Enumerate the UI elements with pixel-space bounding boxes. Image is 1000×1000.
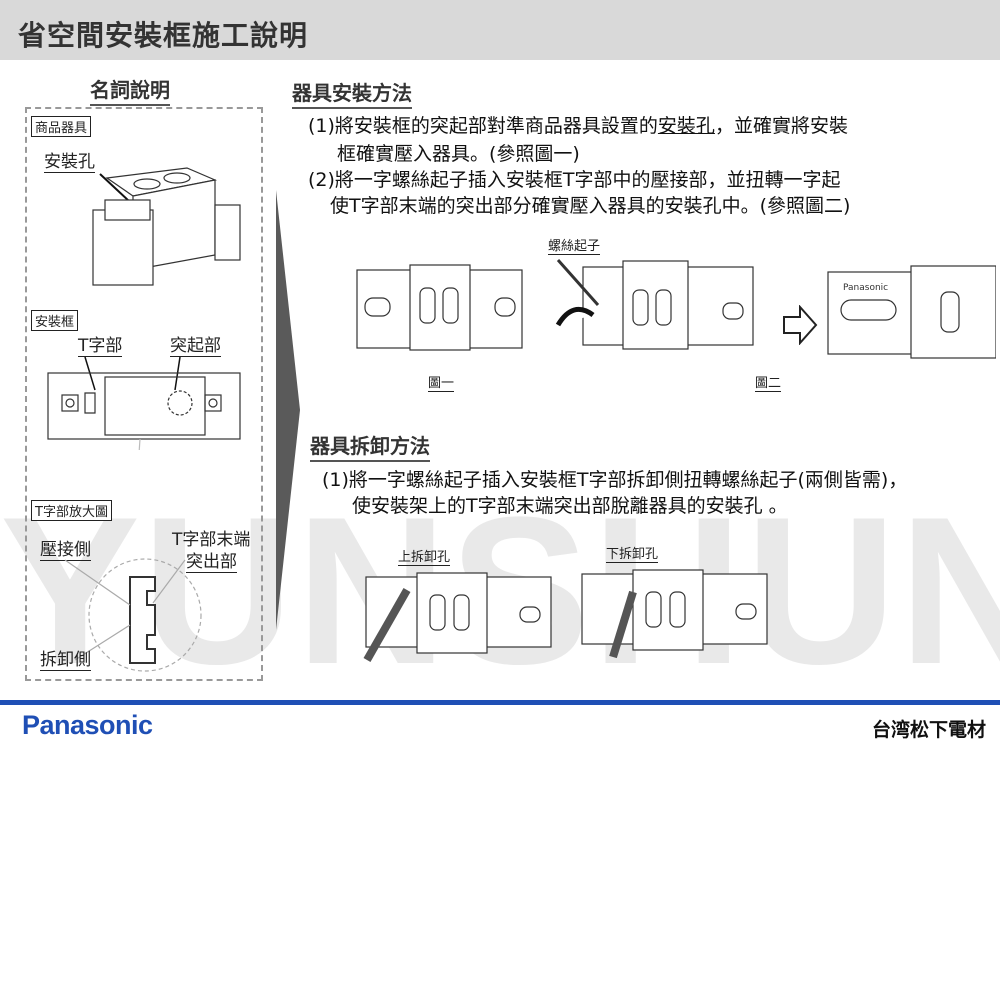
header-bar (0, 0, 1000, 60)
install-step-1-line-2: 框確實壓入器具。(參照圖一) (337, 143, 580, 165)
install-step-1-a: (1)將安裝框的突起部對準商品器具設置的 (308, 115, 658, 137)
product-tag: 商品器具 (31, 116, 92, 137)
removal-heading: 器具拆卸方法 (310, 430, 430, 462)
frame-illustration (47, 356, 241, 450)
figure-1-caption: 圖一 (428, 372, 455, 392)
removal-step-1-line-2: 使安裝架上的T字部末端突出部脫離器具的安裝孔 。 (352, 495, 788, 517)
figure-1-illustration (356, 264, 523, 351)
panasonic-logo: Panasonic (22, 710, 153, 740)
remove-side-label: 拆卸側 (40, 650, 91, 671)
t-end-label-2: 突出部 (186, 552, 237, 573)
screwdriver-label: 螺絲起子 (548, 235, 601, 255)
install-heading: 器具安裝方法 (292, 77, 412, 109)
t-end-label-1: T字部末端 (172, 530, 251, 550)
t-part-label: T字部 (78, 336, 123, 357)
frame-tag: 安裝框 (31, 310, 79, 331)
device-illustration (92, 167, 241, 286)
protrusion-label: 突起部 (170, 336, 221, 357)
install-step-1-mount-hole: 安裝孔 (657, 115, 715, 137)
device-brand-text: Panasonic (843, 283, 889, 293)
page-title: 省空間安裝框施工說明 (18, 19, 309, 52)
removal-step-1-line-1: (1)將一字螺絲起子插入安裝框T字部拆卸側扭轉螺絲起子(兩側皆需)， (322, 469, 908, 491)
figure-2a-illustration (555, 259, 754, 350)
removal-lower-illustration (581, 569, 768, 659)
t-part-zoom-illustration (64, 558, 202, 672)
removal-upper-illustration (363, 572, 552, 662)
figure-2b-illustration (827, 265, 996, 359)
upper-hole-label: 上拆卸孔 (398, 546, 451, 566)
lower-hole-label: 下拆卸孔 (606, 543, 659, 563)
section-arrow (276, 190, 300, 630)
company-name: 台湾松下電材 (871, 719, 986, 741)
footer-divider (0, 700, 1000, 705)
glossary-panel (25, 107, 263, 681)
mount-hole-label: 安裝孔 (44, 152, 95, 173)
zoom-tag: T字部放大圖 (31, 500, 112, 521)
install-step-2-line-1: (2)將一字螺絲起子插入安裝框T字部中的壓接部，並扭轉一字起 (308, 169, 841, 191)
install-step-1-b: ，並確實將安裝 (714, 115, 848, 137)
figure-2-caption: 圖二 (755, 372, 782, 392)
glossary-heading: 名詞說明 (90, 74, 170, 106)
install-step-2-line-2: 使T字部末端的突出部分確實壓入器具的安裝孔中。(參照圖二) (330, 195, 851, 217)
arrow-right-icon (783, 305, 818, 345)
install-step-1: (1)將安裝框的突起部對準商品器具設置的安裝孔，並確實將安裝 (308, 112, 848, 140)
